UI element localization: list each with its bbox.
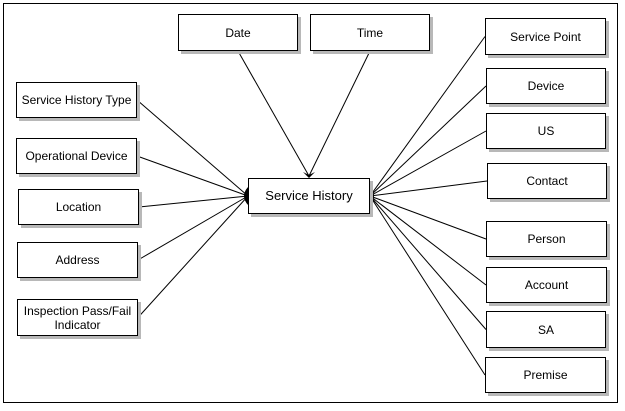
connector-contact <box>369 180 488 197</box>
connector-person <box>369 195 487 240</box>
entity-service-history: Service History <box>248 178 370 214</box>
hub-right-terminator <box>370 187 374 205</box>
entity-device: Device <box>486 68 606 104</box>
connector-us <box>369 130 487 197</box>
entity-label-inspection-pass-fail-indicator: Inspection Pass/Fail Indicator <box>23 303 132 332</box>
entity-label-location: Location <box>55 200 102 214</box>
hub-top-arrowhead <box>303 172 315 178</box>
entity-label-contact: Contact <box>526 174 568 188</box>
entity-time: Time <box>310 14 430 51</box>
entity-label-us: US <box>537 124 555 138</box>
connector-device <box>369 85 487 197</box>
entity-person: Person <box>486 221 607 257</box>
entity-label-premise: Premise <box>523 368 568 382</box>
connector-service-point <box>369 36 486 197</box>
entity-label-service-point: Service Point <box>510 29 581 44</box>
entity-label-operational-device: Operational Device <box>25 149 128 163</box>
entity-sa: SA <box>486 311 606 348</box>
entity-inspection-pass-fail-indicator: Inspection Pass/Fail Indicator <box>17 299 138 336</box>
connector-service-history-type <box>136 99 249 197</box>
connector-date <box>237 50 310 177</box>
entity-premise: Premise <box>485 357 606 393</box>
diagram-frame <box>3 3 618 403</box>
entity-location: Location <box>18 189 139 225</box>
entity-label-person: Person <box>527 232 566 246</box>
connector-inspection-pass-fail-indicator <box>137 195 249 318</box>
entity-label-service-history-type: Service History Type <box>21 93 132 107</box>
connector-premise <box>369 195 486 376</box>
entity-service-point: Service Point <box>485 18 606 55</box>
entity-account: Account <box>486 267 607 303</box>
entity-date: Date <box>178 14 298 51</box>
connector-address <box>137 195 249 261</box>
entity-label-account: Account <box>524 278 569 292</box>
connector-operational-device <box>136 155 249 197</box>
connector-location <box>138 195 249 208</box>
connector-time <box>308 50 371 177</box>
entity-contact: Contact <box>487 163 607 199</box>
entity-us: US <box>486 113 606 149</box>
connector-account <box>369 195 487 286</box>
entity-address: Address <box>17 242 138 278</box>
entity-operational-device: Operational Device <box>16 138 137 174</box>
entity-label-date: Date <box>225 25 251 40</box>
entity-label-time: Time <box>356 25 384 40</box>
entity-label-sa: SA <box>537 322 554 337</box>
entity-label-device: Device <box>527 79 565 93</box>
entity-service-history-type: Service History Type <box>16 82 137 118</box>
entity-label-address: Address <box>55 253 100 267</box>
hub-left-terminator <box>244 187 248 205</box>
entity-label-service-history: Service History <box>265 188 353 203</box>
connector-sa <box>369 195 487 330</box>
